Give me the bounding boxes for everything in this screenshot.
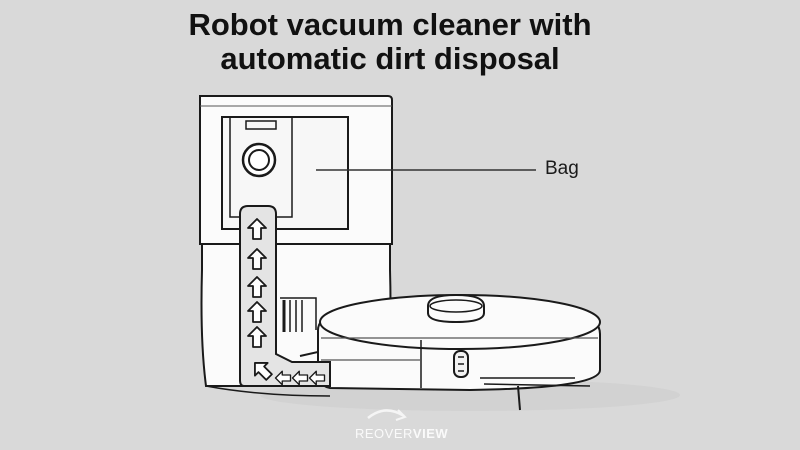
up-arrow-icon xyxy=(247,248,267,270)
up-left-arrow-icon xyxy=(254,362,273,381)
watermark-logo xyxy=(367,409,407,421)
robot-vacuum xyxy=(317,293,601,411)
bag-label: Bag xyxy=(545,158,579,179)
up-arrow-icon xyxy=(247,301,267,323)
lidar-turret xyxy=(427,293,485,324)
title-line-2: automatic dirt disposal xyxy=(220,41,560,76)
bag-compartment xyxy=(221,116,349,230)
watermark-part-2: VIEW xyxy=(412,426,449,441)
up-arrow-icon xyxy=(247,326,267,348)
dirt-channel xyxy=(239,205,331,387)
title-line-1: Robot vacuum cleaner with xyxy=(188,7,592,42)
left-arrow-icon xyxy=(291,370,309,386)
left-arrow-icon xyxy=(308,370,326,386)
docking-ramp xyxy=(205,297,331,397)
side-brush xyxy=(517,385,521,411)
bag-port xyxy=(241,142,277,178)
up-arrow-icon xyxy=(247,218,267,240)
diagram-title: Robot vacuum cleaner with automatic dirt… xyxy=(0,8,780,76)
watermark: REOVERVIEW xyxy=(355,426,448,441)
airflow-arrows xyxy=(247,218,326,386)
dirt-channel-path xyxy=(239,205,331,387)
left-arrow-icon xyxy=(274,370,292,386)
watermark-part-1: REOVER xyxy=(355,426,413,441)
up-arrow-icon xyxy=(247,276,267,298)
